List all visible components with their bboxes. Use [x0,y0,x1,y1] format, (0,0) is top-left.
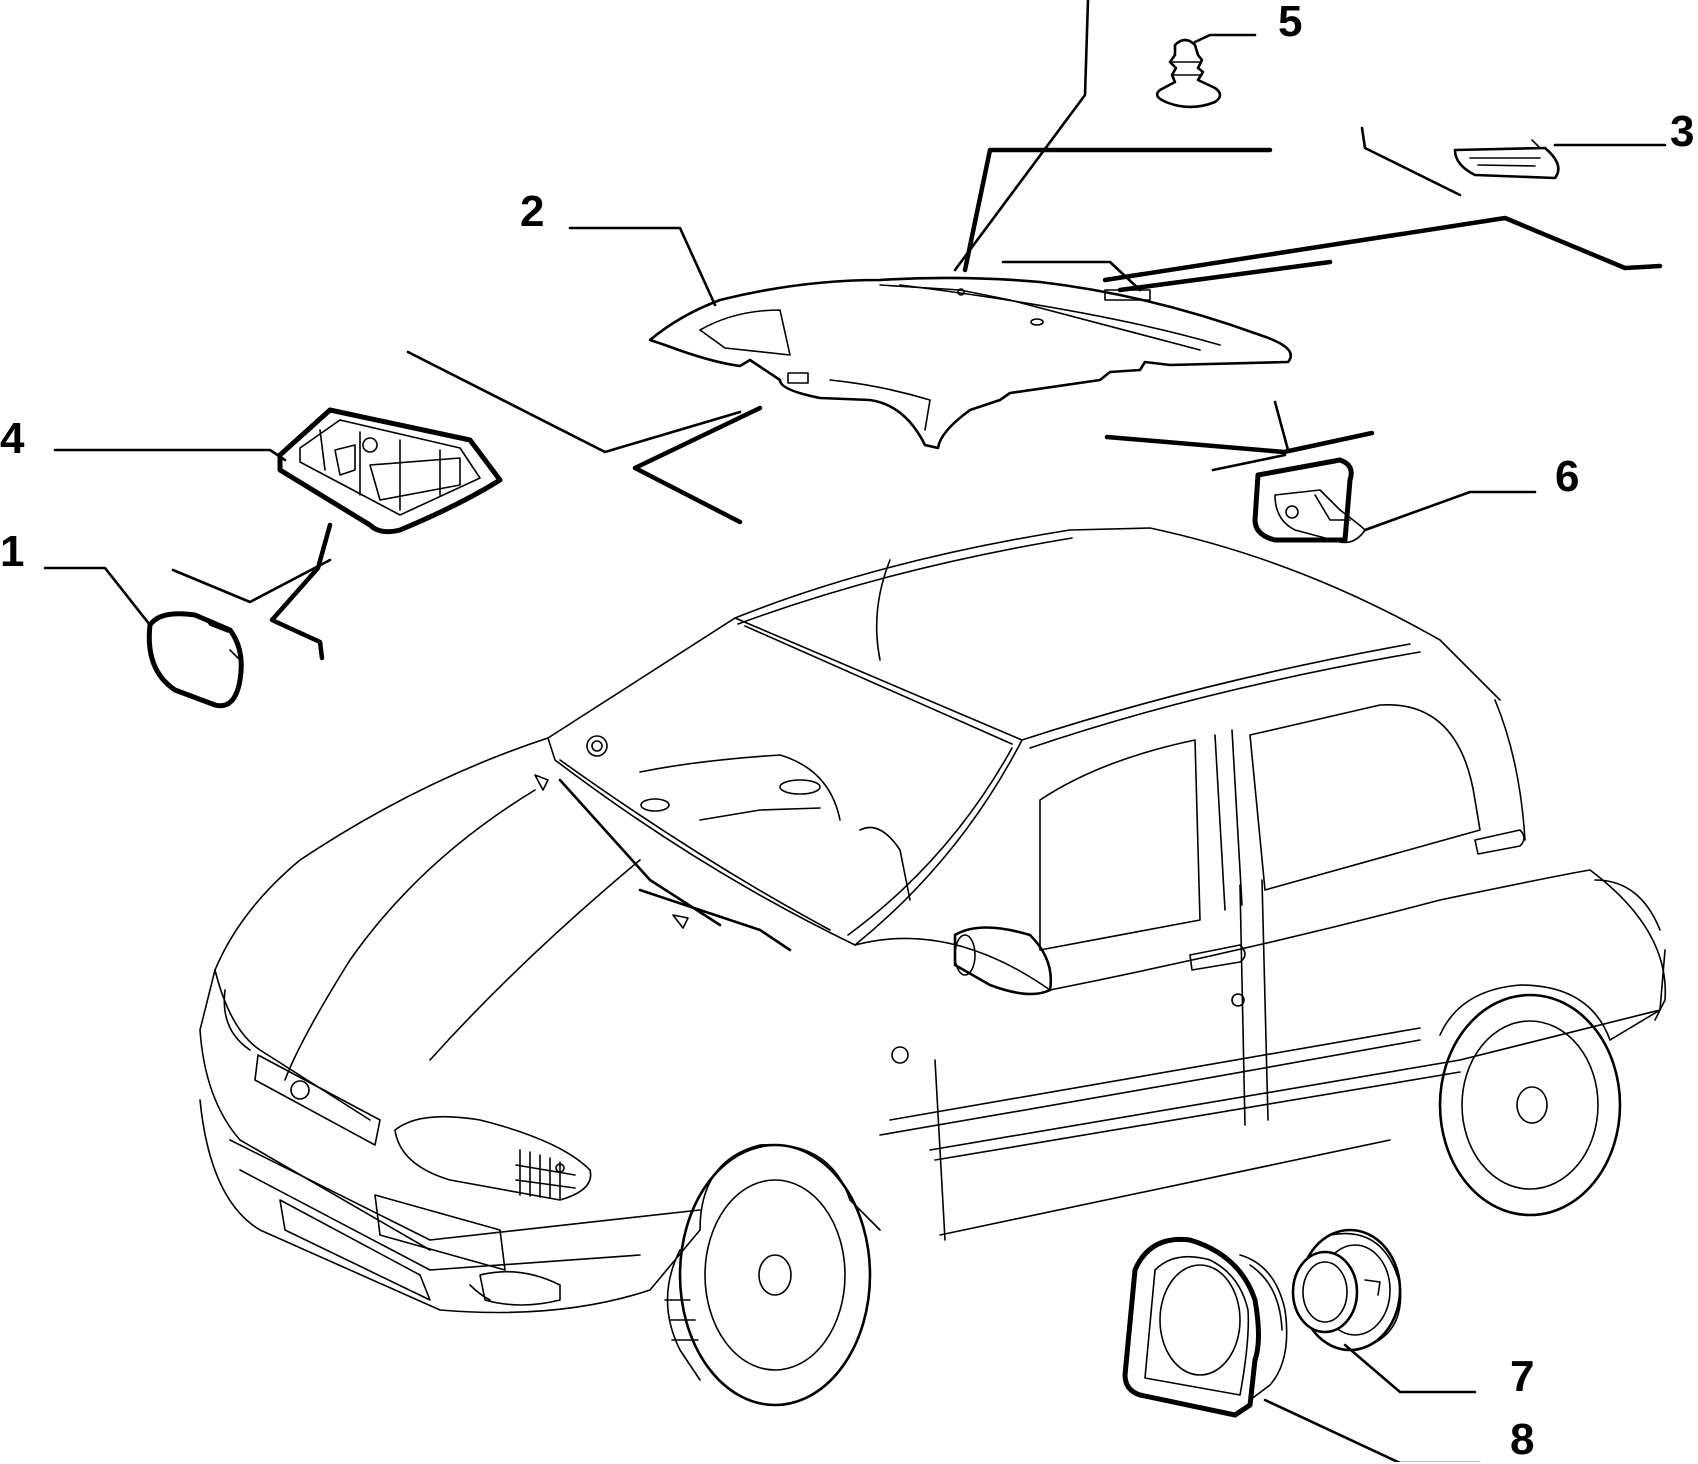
leader-6 [1363,490,1537,532]
callout-2: 2 [520,187,545,236]
callout-4: 4 [0,414,25,463]
roof-lining-part-2 [648,276,1293,450]
leader-4 [53,448,287,462]
callout-8: 8 [1510,1415,1535,1464]
leader-1 [43,566,152,627]
leader-7 [1343,1343,1477,1394]
callout-3: 3 [1670,107,1695,156]
trim-frame-part-8 [1122,1236,1288,1418]
leader-5 [1193,33,1257,44]
car-outline [199,527,1667,1407]
callout-6: 6 [1555,452,1580,501]
callout-5: 5 [1278,0,1303,46]
ring-part-7 [1291,1228,1402,1352]
cover-strip-part-3 [1453,139,1560,180]
callout-7: 7 [1510,1352,1535,1401]
bracket-part-6 [1252,457,1366,544]
leader-8 [1263,1398,1481,1462]
lens-part-1 [146,611,244,709]
clip-part-5 [1155,38,1222,109]
leader-lines [43,0,1667,1462]
dome-light-housing-part-4 [277,407,503,535]
callout-1: 1 [0,527,25,576]
leader-2 [568,226,717,307]
